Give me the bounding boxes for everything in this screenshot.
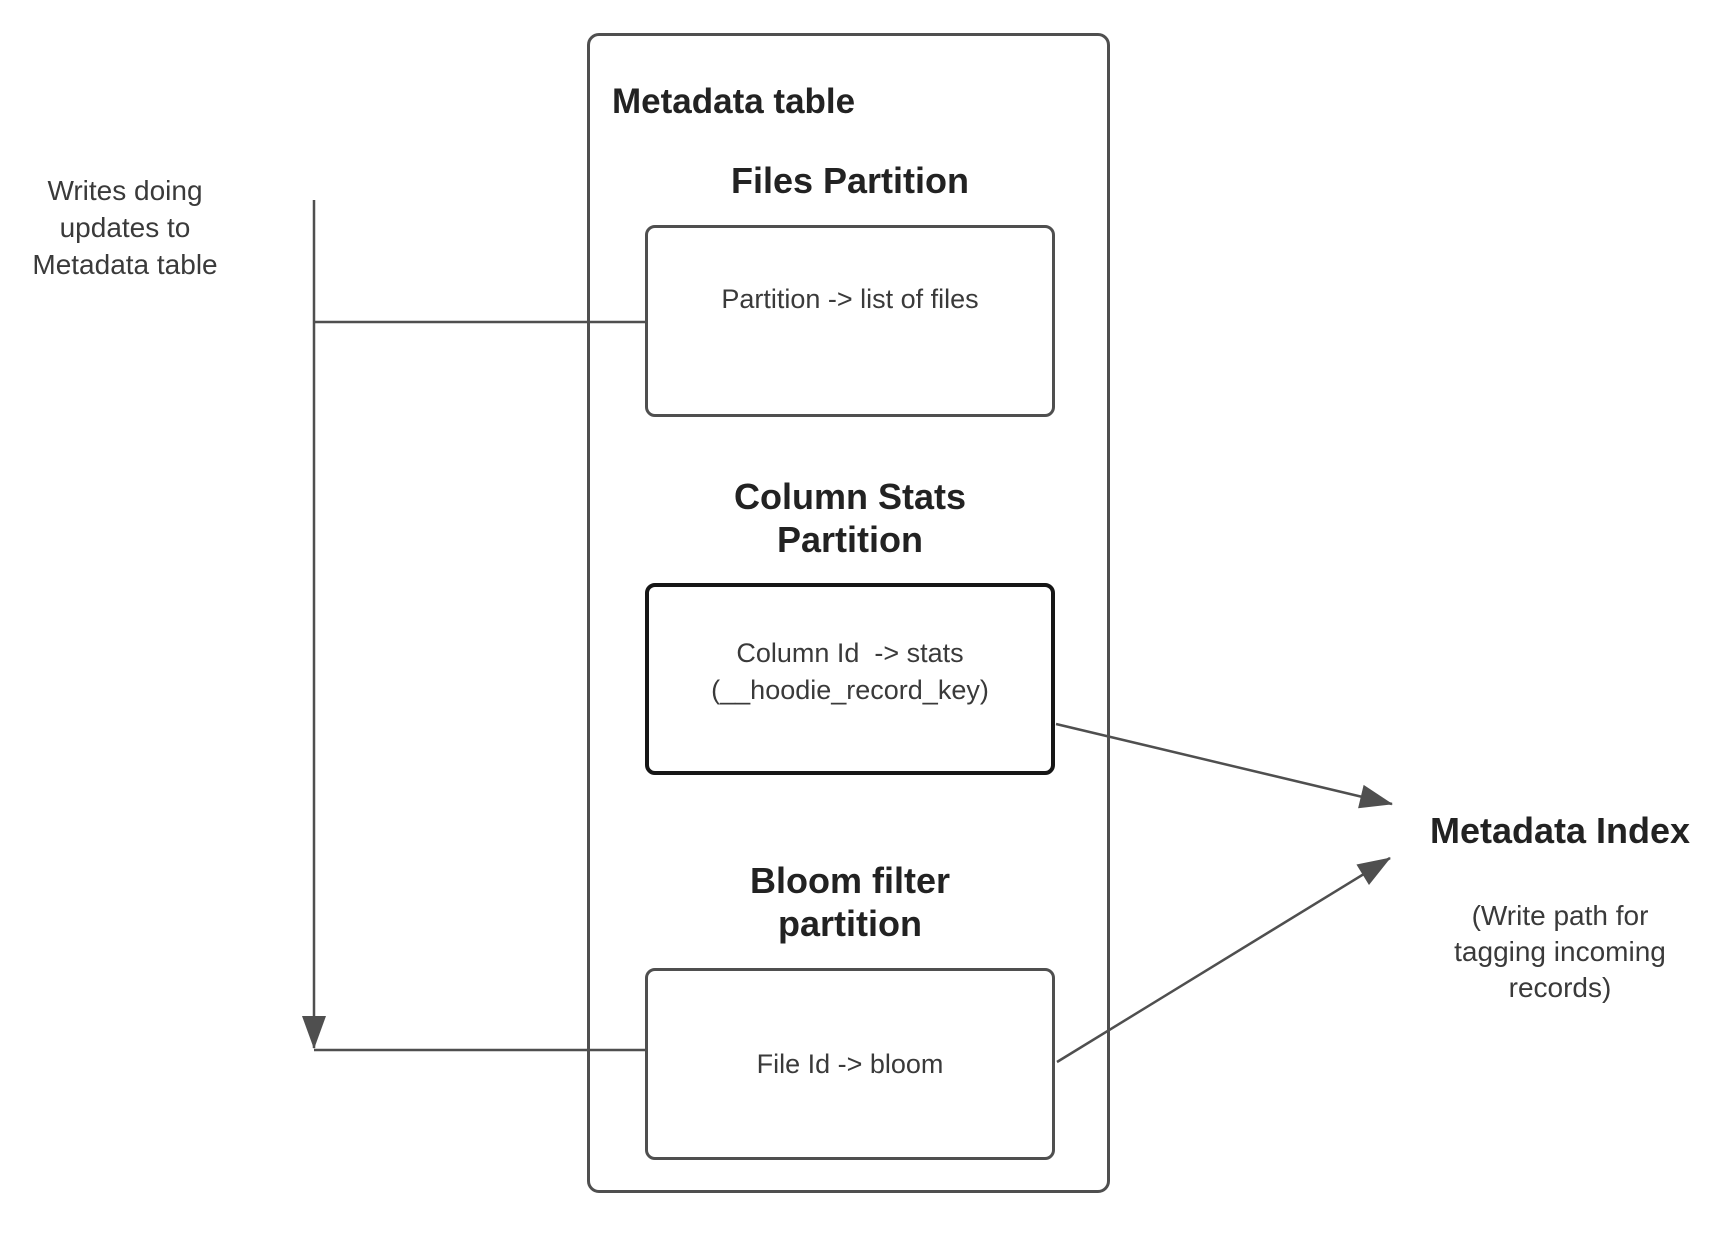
metadata-index-title: Metadata Index: [1429, 810, 1691, 851]
bloom-filter-partition-box: File Id -> bloom: [645, 968, 1055, 1160]
writes-updates-label: Writes doing updates to Metadata table: [32, 175, 218, 280]
files-partition-mapping: Partition -> list of files: [721, 284, 979, 314]
stats-to-index-arrow: [1055, 722, 1393, 809]
bloom-filter-mapping: File Id -> bloom: [756, 1048, 944, 1079]
column-stats-mapping: Column Id -> stats: [736, 638, 964, 668]
files-partition-heading: Files Partition: [730, 160, 970, 201]
column-stats-partition-heading: Column Stats Partition: [733, 476, 966, 560]
bloom-filter-partition-heading: Bloom filter partition: [749, 860, 950, 944]
metadata-table-box: Metadata table Files Partition Partition…: [587, 33, 1110, 1193]
bloom-to-index-arrow: [1056, 856, 1391, 1064]
metadata-table-title: Metadata table: [612, 82, 856, 121]
column-stats-mapping-detail: (__hoodie_record_key): [711, 675, 989, 705]
metadata-index-subtitle: (Write path for tagging incoming records…: [1454, 900, 1666, 1003]
files-partition-box: Partition -> list of files: [645, 225, 1055, 417]
column-stats-partition-box: Column Id -> stats (__hoodie_record_key): [645, 583, 1055, 775]
